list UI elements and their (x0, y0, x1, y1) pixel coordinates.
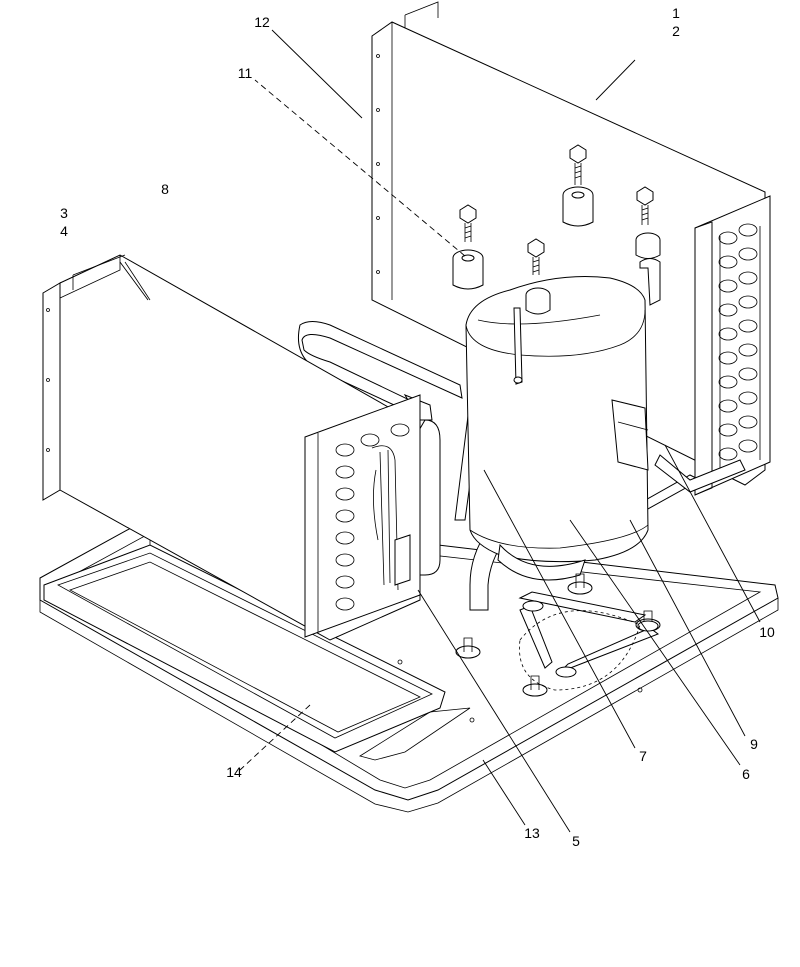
leader-lines (119, 29, 761, 833)
callout-13: 13 (524, 825, 540, 841)
callout-2: 2 (672, 23, 680, 39)
callout-7: 7 (639, 748, 647, 764)
callout-4: 4 (60, 223, 68, 239)
evaporator-coil (304, 394, 421, 638)
callout-8: 8 (161, 181, 169, 197)
callout-9: 9 (750, 736, 758, 752)
callout-labels: 1 2 3 4 5 6 7 8 9 10 11 12 13 14 (60, 5, 775, 849)
callout-14: 14 (226, 764, 242, 780)
drain-tray (43, 519, 446, 753)
mounting-grommets (452, 186, 594, 290)
mounting-bolts (459, 144, 654, 275)
callout-10: 10 (759, 624, 775, 640)
back-panel (371, 1, 766, 486)
callout-12: 12 (254, 14, 270, 30)
compressor (465, 232, 661, 581)
callout-1: 1 (672, 5, 680, 21)
callout-6: 6 (742, 766, 750, 782)
compressor-mount-rails (518, 591, 660, 691)
callout-11: 11 (238, 65, 253, 81)
callout-3: 3 (60, 205, 68, 221)
condenser-coil (694, 195, 771, 496)
callout-5: 5 (572, 833, 580, 849)
